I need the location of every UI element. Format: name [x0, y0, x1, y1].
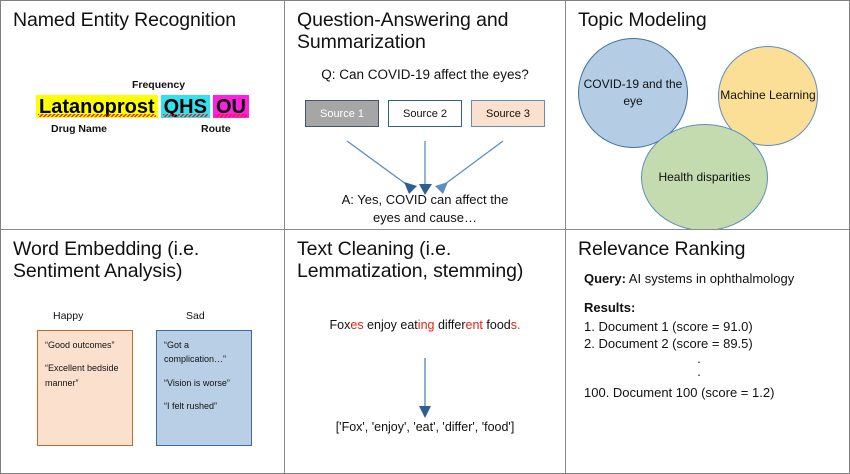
ranking-ellipsis-dot: · — [696, 354, 702, 370]
ranking-content: Query: AI systems in ophthalmology Resul… — [584, 270, 840, 401]
cleaning-token-7: s. — [510, 318, 521, 333]
ranking-ellipsis-dot: · — [696, 367, 702, 383]
sentiment-box-sad: “Got a complication…” “Vision is worse” … — [156, 330, 252, 446]
sentiment-box-happy: “Good outcomes” “Excellent bedside manne… — [37, 330, 133, 446]
qa-question: Q: Can COVID-19 affect the eyes? — [321, 67, 529, 83]
cleaning-token-2: enjoy eat — [363, 318, 418, 333]
panel-text-cleaning: Text Cleaning (i.e. Lemmatization, stemm… — [285, 230, 566, 473]
panel-question-answering: Question-Answering and Summarization Q: … — [285, 1, 566, 230]
spellcheck-squiggle-icon — [38, 114, 156, 117]
ranking-result-last: 100. Document 100 (score = 1.2) — [584, 385, 775, 401]
qa-connector-arrows-icon — [346, 140, 504, 195]
ranking-query-label: Query: — [584, 271, 626, 286]
sentiment-example: Happy Sad “Good outcomes” “Excellent bed… — [1, 310, 284, 450]
cleaning-token-4: differ — [434, 318, 466, 333]
ranking-query: Query: AI systems in ophthalmology — [584, 270, 840, 287]
panel-title-topic: Topic Modeling — [578, 9, 707, 31]
ner-entity-row: Latanoprost QHS OU — [1, 95, 284, 118]
sad-quote-1: “Got a complication…” — [164, 340, 227, 365]
panel-word-embedding: Word Embedding (i.e. Sentiment Analysis)… — [1, 230, 285, 473]
ner-entity-drug: Latanoprost — [36, 95, 158, 118]
topic-circle-health-disparities: Health disparities — [641, 124, 768, 229]
sad-quote-2: “Vision is worse” — [164, 377, 230, 388]
qa-source-3: Source 3 — [471, 100, 545, 128]
sentiment-header-row: Happy Sad — [1, 310, 284, 326]
spellcheck-squiggle-icon — [214, 114, 247, 117]
sentiment-label-happy: Happy — [53, 310, 84, 322]
happy-quote-1: “Good outcomes” — [45, 340, 115, 350]
ner-entity-drug-text: Latanoprost — [39, 96, 155, 118]
cleaning-output-tokens: ['Fox', 'enjoy', 'eat', 'differ', 'food'… — [335, 420, 515, 434]
qa-answer: A: Yes, COVID can affect the eyes and ca… — [285, 191, 565, 227]
ner-entity-frequency-text: QHS — [163, 96, 207, 118]
topic-circle-covid: COVID-19 and the eye — [578, 38, 688, 148]
ranking-ellipsis: · · — [584, 355, 840, 381]
ranking-results-label: Results: — [584, 300, 636, 316]
panel-title-cleaning: Text Cleaning (i.e. Lemmatization, stemm… — [297, 238, 524, 283]
panel-relevance-ranking: Relevance Ranking Query: AI systems in o… — [566, 230, 849, 473]
panel-topic-modeling: Topic Modeling COVID-19 and the eye Mach… — [566, 1, 849, 230]
topic-circle-group: COVID-19 and the eye Machine Learning He… — [566, 29, 849, 229]
ner-drug-label: Drug Name — [51, 123, 108, 135]
spellcheck-squiggle-icon — [162, 114, 208, 117]
panel-named-entity-recognition: Named Entity Recognition Frequency Latan… — [1, 1, 285, 230]
qa-source-row: Source 1 Source 2 Source 3 — [295, 100, 555, 128]
happy-quote-2: “Excellent bedside manner” — [45, 363, 119, 388]
ner-frequency-label: Frequency — [131, 79, 186, 91]
cleaning-input-sentence: Foxes enjoy eating different foods. — [295, 318, 555, 332]
topic-circle-machine-learning: Machine Learning — [718, 46, 818, 146]
cleaning-token-1: es — [350, 318, 364, 333]
ner-entity-route-text: OU — [215, 96, 246, 118]
ner-route-label: Route — [201, 123, 231, 135]
sad-quote-3: “I felt rushed” — [164, 401, 218, 412]
panel-title-qa: Question-Answering and Summarization — [297, 9, 509, 54]
cleaning-token-0: Fox — [329, 318, 351, 333]
ner-label-row: Drug Name Route — [1, 121, 284, 141]
ranking-result-2: 2. Document 2 (score = 89.5) — [584, 335, 753, 351]
sentiment-label-sad: Sad — [186, 310, 205, 322]
cleaning-token-6: food — [482, 318, 511, 333]
qa-answer-line1: A: Yes, COVID can affect the — [341, 192, 509, 207]
qa-answer-line2: eyes and cause… — [372, 210, 478, 226]
panel-title-embedding: Word Embedding (i.e. Sentiment Analysis) — [13, 238, 200, 283]
sentiment-box-row: “Good outcomes” “Excellent bedside manne… — [1, 330, 284, 450]
cleaning-token-5: ent — [465, 318, 483, 333]
panel-title-ner: Named Entity Recognition — [13, 9, 237, 31]
panel-title-ranking: Relevance Ranking — [578, 238, 746, 260]
ner-entity-route: OU — [212, 95, 249, 118]
ner-example: Frequency Latanoprost QHS OU — [1, 79, 284, 141]
qa-source-1: Source 1 — [305, 100, 379, 128]
ranking-query-text: AI systems in ophthalmology — [625, 271, 795, 286]
cleaning-token-3: ing — [417, 318, 435, 333]
ranking-result-1: 1. Document 1 (score = 91.0) — [584, 318, 753, 334]
ner-entity-frequency: QHS — [160, 95, 210, 118]
cleaning-down-arrow-icon — [419, 358, 431, 418]
qa-source-2: Source 2 — [388, 100, 462, 128]
